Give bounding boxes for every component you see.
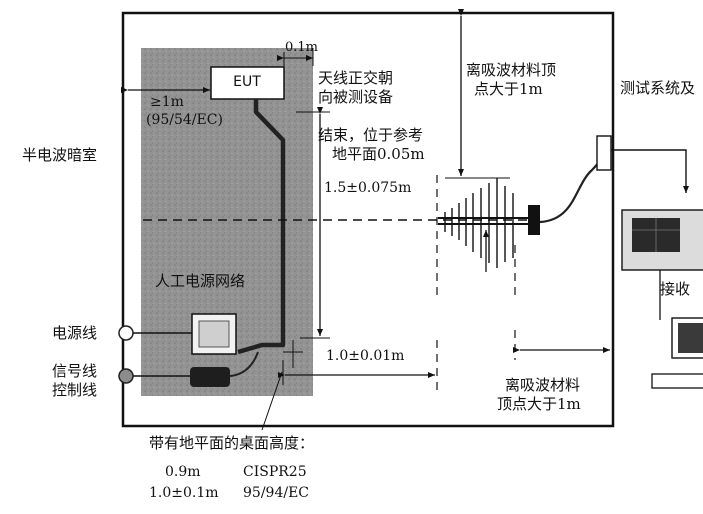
absorber-top-label-2: 点大于1m: [474, 80, 543, 98]
chamber-label: 半电波暗室: [22, 146, 98, 164]
signal-device-lead: [229, 351, 259, 377]
receiver-label: 接收: [660, 280, 691, 298]
computer-screen: [678, 323, 703, 353]
lisn-device-face: [198, 320, 230, 348]
antenna-connector: [528, 205, 540, 235]
eut-label: EUT: [233, 74, 261, 90]
power-line-port-icon: [118, 325, 134, 341]
test-system-cable: [611, 149, 689, 193]
antenna-cable: [539, 157, 605, 224]
table-height-title: 带有地平面的桌面高度：: [149, 434, 315, 452]
absorber-top-label-1: 离吸波材料顶: [466, 61, 557, 79]
antenna-orient-label-2: 向被测设备: [318, 88, 394, 106]
absorber-side-label-1: 离吸波材料: [505, 376, 581, 394]
lisn-label: 人工电源网络: [155, 272, 246, 290]
gap-01m-label: 0.1m: [285, 40, 319, 55]
table-height-cispr-standard: CISPR25: [243, 464, 307, 480]
dist-1m-label: ≥1m: [150, 94, 184, 110]
log-periodic-antenna: [438, 178, 530, 268]
table-height-pointer: [261, 371, 283, 431]
computer-keyboard: [651, 373, 703, 389]
antenna-distance-label: 1.0±0.01m: [326, 348, 405, 364]
antenna-orient-label-1: 天线正交朝: [318, 69, 394, 87]
signal-line-port-icon: [118, 368, 134, 384]
signal-control-device: [190, 367, 230, 387]
absorber-side-label-2: 顶点大于1m: [497, 395, 581, 413]
std-95-54-label: (95/54/EC): [146, 112, 223, 128]
control-line-label: 控制线: [52, 381, 98, 399]
termination-label-1: 结束，位于参考: [318, 126, 424, 144]
signal-line-label: 信号线: [52, 362, 98, 380]
power-line-label: 电源线: [52, 324, 98, 342]
table-height-9594-value: 1.0±0.1m: [149, 485, 219, 501]
chamber-wall: [121, 11, 615, 428]
antenna-height-label: 1.5±0.075m: [324, 180, 412, 196]
termination-label-2: 地平面0.05m: [332, 145, 425, 163]
eut-box: [210, 66, 285, 100]
harness-cable: [237, 99, 286, 355]
table-height-9594-standard: 95/94/EC: [243, 485, 309, 501]
bulkhead-connector: [596, 135, 612, 171]
table-height-cispr-value: 0.9m: [165, 464, 201, 480]
test-system-label: 测试系统及: [620, 79, 696, 97]
